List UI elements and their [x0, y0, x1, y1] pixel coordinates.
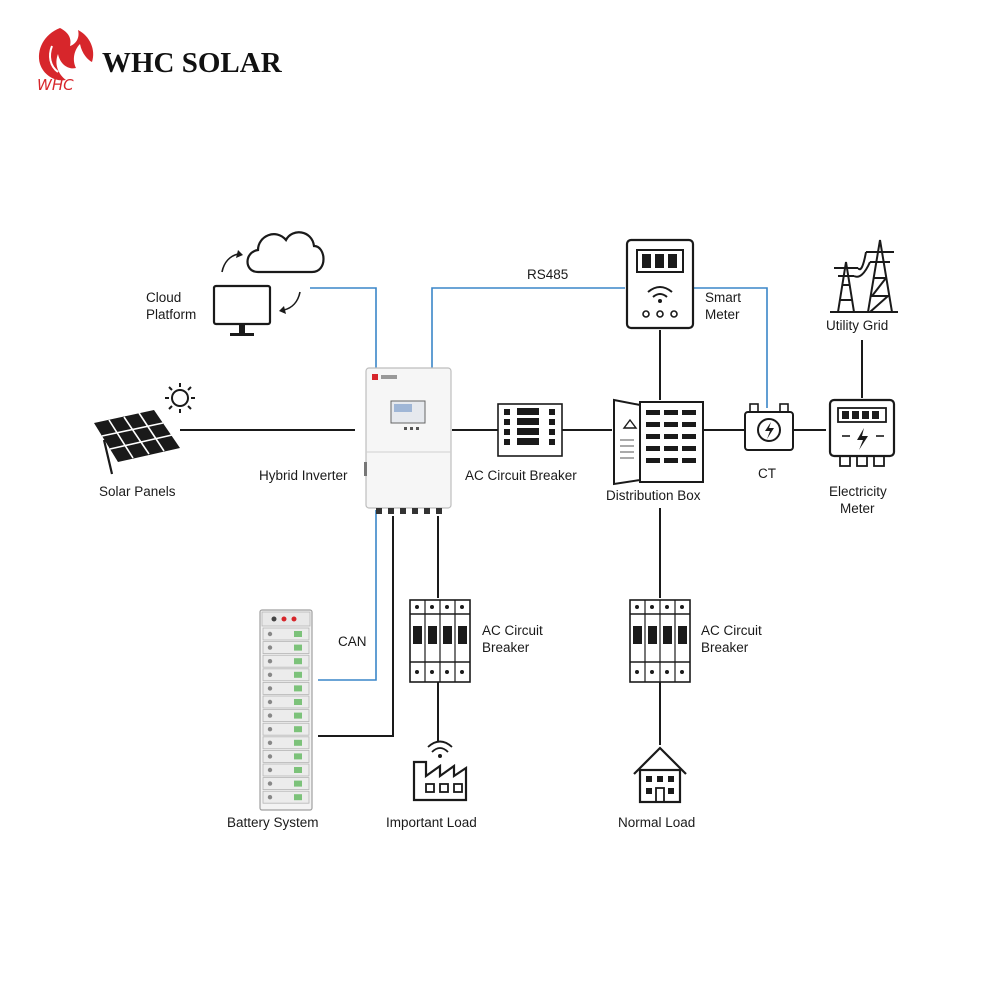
ac-breaker-important-label-1: AC Circuit — [482, 623, 543, 638]
sun-icon — [165, 383, 195, 413]
battery-system-label: Battery System — [227, 815, 319, 830]
sync-arrows-icon — [221, 250, 301, 314]
brand-name: WHC SOLAR — [102, 47, 283, 79]
cloud-platform-label-1: Cloud — [146, 290, 181, 305]
ac-breaker-important-label-2: Breaker — [482, 640, 530, 655]
breaker-icon — [629, 599, 691, 683]
hybrid-inverter-label: Hybrid Inverter — [259, 468, 348, 483]
utility-grid-label: Utility Grid — [826, 318, 888, 333]
comm-lines — [310, 287, 768, 681]
electricity-meter-icon — [828, 398, 896, 467]
important-load-label: Important Load — [386, 815, 477, 830]
smart-meter-icon — [625, 238, 695, 330]
rs485-label: RS485 — [527, 267, 568, 282]
house-icon — [633, 746, 687, 804]
transmission-tower-icon — [830, 239, 898, 313]
monitor-icon — [212, 284, 272, 336]
cloud-platform-label-2: Platform — [146, 307, 196, 322]
solar-panels-label: Solar Panels — [99, 484, 176, 499]
distribution-box-icon — [613, 398, 704, 486]
ct-label: CT — [758, 466, 776, 481]
ct-icon — [744, 403, 794, 451]
logo-text: WHC — [37, 76, 74, 94]
electricity-meter-label-1: Electricity — [829, 484, 887, 499]
smart-meter-label-1: Smart — [705, 290, 741, 305]
cloud-icon — [246, 231, 325, 274]
can-label: CAN — [338, 634, 367, 649]
ac-breaker-main-label: AC Circuit Breaker — [465, 468, 577, 483]
smart-meter-label-2: Meter — [705, 307, 740, 322]
ac-breaker-normal-label-1: AC Circuit — [701, 623, 762, 638]
hybrid-inverter-icon — [364, 367, 452, 514]
distribution-box-label: Distribution Box — [606, 488, 701, 503]
solar-panel-icon — [94, 410, 180, 475]
breaker-icon — [409, 599, 471, 683]
breaker-icon — [497, 403, 563, 457]
ac-breaker-normal-label-2: Breaker — [701, 640, 749, 655]
power-wires — [180, 330, 863, 745]
normal-load-label: Normal Load — [618, 815, 695, 830]
factory-icon — [412, 740, 468, 802]
electricity-meter-label-2: Meter — [840, 501, 875, 516]
whc-logo-icon: WHC — [37, 28, 94, 94]
battery-rack-icon — [259, 609, 313, 811]
